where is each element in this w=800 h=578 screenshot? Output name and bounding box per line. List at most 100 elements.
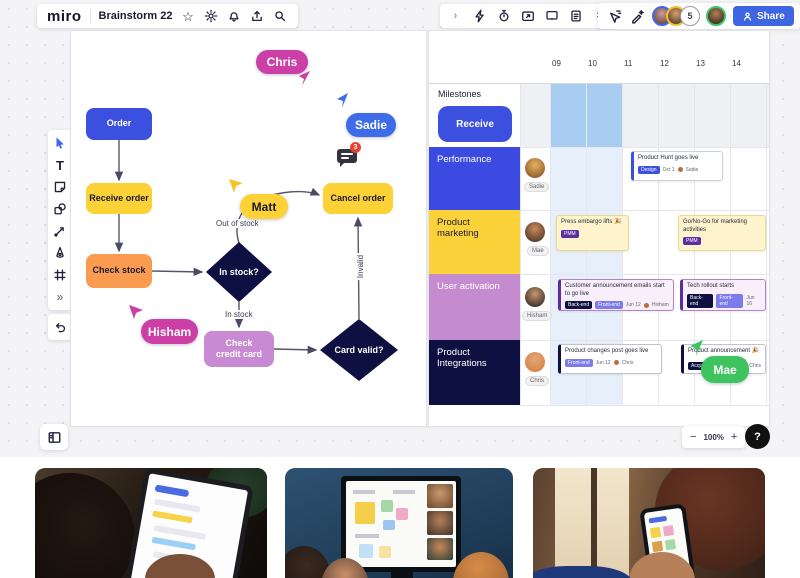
card-badge: Back-end	[687, 293, 714, 308]
row-label-product-marketing[interactable]: Product marketing	[429, 210, 520, 274]
notes-document-icon[interactable]	[568, 9, 583, 24]
magic-pen-icon[interactable]	[630, 9, 645, 24]
card-badge: PMM	[683, 237, 701, 245]
cursor-label-matt: Matt	[240, 194, 288, 219]
collaborator-overflow-count[interactable]: 5	[680, 6, 700, 26]
search-icon[interactable]	[273, 9, 288, 24]
person-icon	[743, 12, 752, 21]
card-assignee: Chris	[621, 359, 634, 366]
avatar-chris	[525, 352, 545, 372]
presentation-icon[interactable]	[544, 9, 559, 24]
timeline-column-12: 12	[660, 59, 669, 68]
card-date: Jun 12	[625, 302, 641, 308]
card-assignee: Hisham	[651, 302, 669, 308]
frame-tool-icon[interactable]	[52, 267, 68, 283]
frames-panel-island	[40, 424, 68, 450]
comment-count-badge: 3	[350, 142, 361, 153]
timeline-header-border	[429, 83, 769, 84]
row-label-product-integrations[interactable]: Product Integrations	[429, 340, 520, 405]
card-assignee: Chris	[749, 362, 761, 369]
owner-name-hisham: Hisham	[522, 311, 553, 321]
zoom-level[interactable]: 100%	[703, 432, 724, 442]
expand-toolbar-icon[interactable]: ›	[453, 10, 458, 22]
photo-team-screen	[285, 468, 513, 578]
card-title: Product changes post goes live	[565, 348, 649, 354]
milestone-receive[interactable]: Receive	[438, 106, 512, 142]
zoom-out-button[interactable]: −	[690, 430, 697, 443]
pen-tool-icon[interactable]	[52, 245, 68, 261]
card-title: Press embargo lifts 🎉	[561, 219, 622, 225]
screen-share-icon[interactable]	[520, 9, 535, 24]
flowchart-node-receive-order[interactable]: Receive order	[86, 183, 152, 214]
label-column-border	[520, 83, 521, 405]
photo-man-phone	[533, 468, 765, 578]
cursor-label-sadie: Sadie	[346, 113, 396, 137]
zoom-in-button[interactable]: +	[730, 430, 738, 443]
card-assignee: Sadie	[685, 166, 699, 173]
flowchart-node-check-credit-card[interactable]: Check credit card	[204, 331, 274, 367]
roadmap-frame[interactable]: 09 10 11 12 13 14 Milestones Receive Per…	[428, 30, 770, 427]
assignee-avatar-dot	[613, 360, 619, 365]
card-date: Oct 1	[662, 166, 675, 173]
card-badge: Front-end	[565, 358, 593, 367]
assignee-avatar-dot	[643, 302, 649, 308]
roadmap-card-customer-announcement[interactable]: Customer announcement emails start to go…	[558, 279, 674, 311]
timer-icon[interactable]	[496, 9, 511, 24]
export-upload-icon[interactable]	[250, 9, 265, 24]
sticky-note-tool-icon[interactable]	[52, 179, 68, 195]
owner-name-chris: Chris	[525, 376, 550, 386]
settings-gear-icon[interactable]	[204, 9, 219, 24]
notifications-bell-icon[interactable]	[227, 9, 242, 24]
shapes-tool-icon[interactable]	[52, 201, 68, 217]
avatar-mae	[525, 222, 545, 242]
text-tool-icon[interactable]: T	[56, 157, 64, 173]
roadmap-card-go-no-go[interactable]: Go/No-Go for marketing activities PMM	[678, 215, 766, 251]
help-button[interactable]: ?	[745, 424, 770, 449]
flowchart-node-check-stock[interactable]: Check stock	[86, 254, 152, 288]
follow-cursor-icon[interactable]	[608, 9, 623, 24]
frames-panel-icon[interactable]	[47, 430, 62, 445]
share-button[interactable]: Share	[733, 6, 794, 26]
timeline-column-10: 10	[588, 59, 597, 68]
board-title[interactable]: Brainstorm 22	[98, 10, 173, 22]
quick-actions-lightning-icon[interactable]	[472, 9, 487, 24]
comment-icon[interactable]	[337, 149, 357, 167]
owner-name-mae: Mae	[527, 246, 549, 256]
more-tools-icon[interactable]: »	[56, 290, 64, 304]
assignee-avatar-dot	[677, 167, 683, 172]
edge-label-out-of-stock: Out of stock	[214, 219, 261, 228]
flowchart-frame[interactable]: Order Receive order Check stock In stock…	[70, 30, 427, 427]
card-date: Jun 16	[746, 294, 755, 307]
undo-island	[48, 314, 72, 340]
cursor-mae-icon	[690, 340, 703, 356]
card-date: Jun 12	[595, 359, 611, 366]
avatar-collaborator-active[interactable]	[706, 6, 726, 26]
roadmap-card-product-changes[interactable]: Product changes post goes live Front-end…	[558, 344, 662, 374]
undo-icon[interactable]	[53, 320, 68, 335]
miro-logo[interactable]: miro	[47, 7, 82, 25]
row-border	[520, 210, 769, 211]
connector-tool-icon[interactable]	[52, 223, 68, 239]
card-title: Product Hunt goes live	[638, 155, 699, 161]
collaboration-bar: 5 Share	[598, 3, 800, 29]
flowchart-node-cancel-order[interactable]: Cancel order	[323, 183, 393, 214]
row-label-user-activation[interactable]: User activation	[429, 274, 520, 340]
card-badge: PMM	[561, 229, 579, 238]
card-title: Tech rollout starts	[687, 283, 735, 289]
cursor-label-hisham: Hisham	[141, 319, 198, 344]
flowchart-node-order[interactable]: Order	[86, 108, 152, 140]
row-border	[520, 340, 769, 341]
share-button-label: Share	[757, 10, 785, 22]
roadmap-card-press-embargo[interactable]: Press embargo lifts 🎉 PMM	[556, 215, 629, 251]
board-tools-bar: ›	[440, 4, 615, 28]
select-tool-icon[interactable]	[52, 135, 68, 151]
collaborator-avatars: 5	[652, 6, 726, 26]
star-icon[interactable]: ☆	[182, 8, 194, 24]
cursor-label-chris: Chris	[256, 50, 308, 74]
roadmap-card-tech-rollout[interactable]: Tech rollout starts Back-end Front-end J…	[680, 279, 766, 311]
row-label-performance[interactable]: Performance	[429, 147, 520, 210]
roadmap-card-product-hunt[interactable]: Product Hunt goes live Design Oct 1 Sadi…	[631, 151, 723, 181]
board-canvas[interactable]: miro Brainstorm 22 ☆ ›	[0, 0, 800, 458]
edge-label-in-stock: In stock	[223, 310, 255, 319]
cursor-sadie-icon	[337, 93, 348, 108]
